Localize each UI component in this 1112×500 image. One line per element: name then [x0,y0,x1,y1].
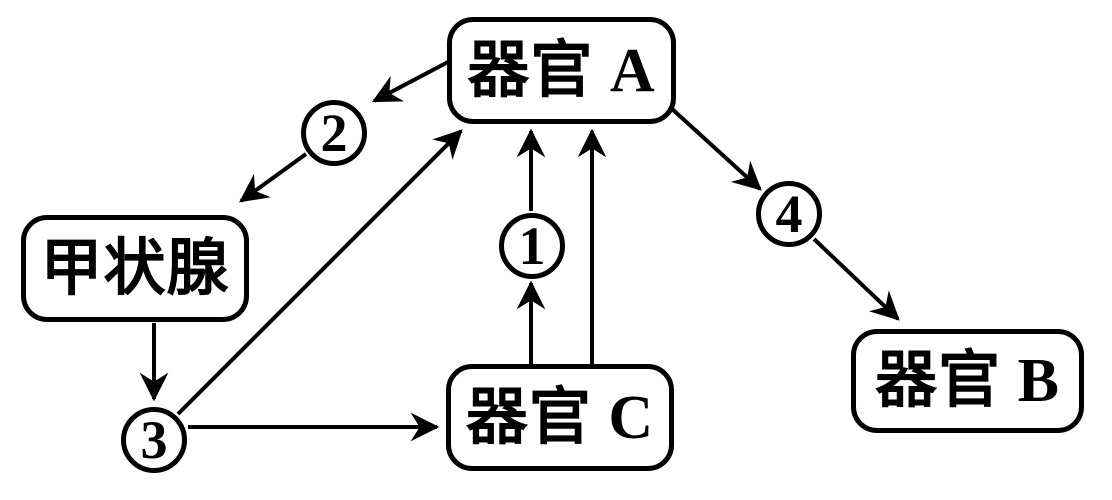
circled-number-3-label: 3 [140,410,168,470]
node-organ-c-label: 器官 C [465,383,655,452]
node-organ-b-label: 器官 B [875,347,1060,415]
circled-number-1: 1 [499,213,565,279]
node-thyroid-label: 甲状腺 [40,234,230,303]
node-organ-a: 器官 A [447,17,676,124]
circled-number-4-label: 4 [775,184,803,244]
node-thyroid: 甲状腺 [21,215,249,322]
circled-number-4: 4 [756,181,822,247]
arrow-2-to-thyroid [239,152,308,203]
arrow-organA-to-2 [371,60,449,103]
arrow-3-to-organA [176,129,463,416]
circled-number-2: 2 [301,100,367,166]
arrow-organA-to-4 [669,106,762,191]
circled-number-3: 3 [121,407,187,473]
node-organ-a-label: 器官 A [467,36,656,105]
node-organ-c: 器官 C [446,364,674,471]
circled-number-1-label: 1 [518,216,546,276]
circled-number-2-label: 2 [320,103,348,163]
node-organ-b: 器官 B [851,329,1084,433]
arrow-4-to-organB [812,237,900,321]
